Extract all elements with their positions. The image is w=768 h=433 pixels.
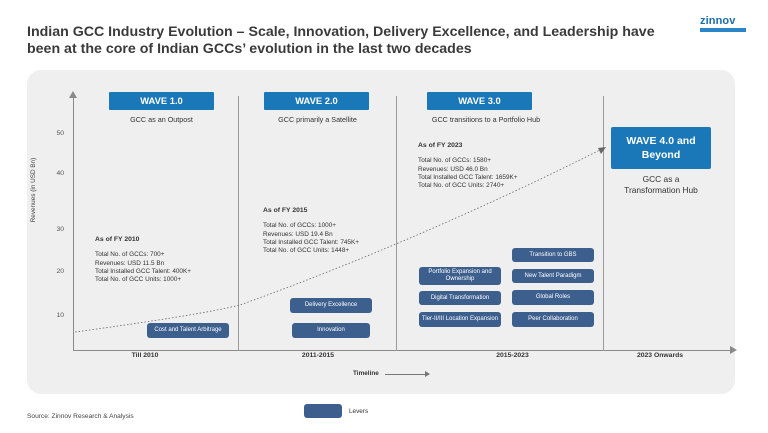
- x-axis-label: Timeline: [353, 370, 379, 377]
- lever-cost-talent-arbitrage: Cost and Talent Arbitrage: [147, 323, 229, 338]
- wave-3-subtitle: GCC transitions to a Portfolio Hub: [431, 115, 541, 124]
- x-axis-arrow: [730, 346, 737, 354]
- wave-3-stat-units: Total No. of GCC Units: 2740+: [418, 182, 505, 190]
- wave-4-subtitle: GCC as a Transformation Hub: [611, 174, 711, 196]
- wave-2-stats: As of FY 2015 Total No. of GCCs: 1000+ R…: [263, 207, 393, 255]
- lever-transition-to-gbs: Transition to GBS: [512, 248, 594, 262]
- wave-4-subtitle-line2: Transformation Hub: [624, 185, 698, 195]
- divider-wave-2-3: [396, 96, 397, 351]
- legend-swatch: [304, 404, 342, 418]
- logo-text: zinnov: [700, 15, 736, 27]
- period-2011-2015: 2011-2015: [301, 352, 335, 359]
- y-tick-10: 10: [56, 312, 64, 319]
- timeline-arrow: [385, 371, 430, 377]
- wave-3-stat-gccs: Total No. of GCCs: 1580+: [418, 157, 491, 165]
- y-tick-30: 30: [56, 226, 64, 233]
- wave-3-stat-revenue: Revenues: USD 46.0 Bn: [418, 165, 488, 173]
- lever-new-talent-paradigm: New Talent Paradigm: [512, 269, 594, 283]
- period-2023-onwards: 2023 Onwards: [636, 352, 684, 359]
- y-axis-label: Revenues (in USD Bn): [30, 157, 37, 223]
- y-axis-line: [73, 98, 74, 350]
- wave-4-box: WAVE 4.0 and Beyond: [611, 127, 711, 169]
- wave-3-box: WAVE 3.0: [427, 92, 532, 110]
- wave-4-label-line2: Beyond: [641, 149, 681, 161]
- x-axis-line: [73, 350, 731, 351]
- wave-3-stat-talent: Total Installed GCC Talent: 1659K+: [418, 173, 518, 181]
- period-till-2010: Till 2010: [131, 352, 159, 359]
- wave-1-stat-revenue: Revenues: USD 11.5 Bn: [95, 259, 165, 267]
- lever-portfolio-expansion: Portfolio Expansion and Ownership: [419, 267, 501, 285]
- wave-1-stat-units: Total No. of GCC Units: 1000+: [95, 276, 182, 284]
- wave-1-stats-head: As of FY 2010: [95, 236, 140, 243]
- y-tick-40: 40: [56, 170, 64, 177]
- lever-innovation: Innovation: [292, 323, 370, 338]
- lever-tier-location-expansion: Tier-II/III Location Expansion: [419, 312, 501, 327]
- divider-wave-1-2: [238, 96, 239, 351]
- period-2015-2023: 2015-2023: [496, 352, 529, 359]
- wave-1-stats: As of FY 2010 Total No. of GCCs: 700+ Re…: [95, 236, 235, 284]
- lever-delivery-excellence: Delivery Excellence: [290, 298, 372, 313]
- logo-bar: [700, 28, 746, 32]
- page-title: Indian GCC Industry Evolution – Scale, I…: [27, 24, 655, 57]
- y-axis-arrow: [69, 91, 77, 98]
- wave-4-subtitle-line1: GCC as a: [642, 174, 680, 184]
- wave-2-box: WAVE 2.0: [264, 92, 369, 110]
- lever-digital-transformation: Digital Transformation: [419, 291, 501, 305]
- wave-1-subtitle: GCC as an Outpost: [130, 115, 193, 124]
- wave-3-stats: As of FY 2023 Total No. of GCCs: 1580+ R…: [418, 142, 558, 190]
- divider-wave-3-4: [603, 96, 604, 351]
- wave-2-subtitle: GCC primarily a Satellite: [278, 115, 357, 124]
- wave-1-stat-talent: Total Installed GCC Talent: 400K+: [95, 267, 191, 275]
- wave-2-stat-gccs: Total No. of GCCs: 1000+: [263, 222, 336, 230]
- zinnov-logo: zinnov: [700, 15, 746, 32]
- wave-2-stat-units: Total No. of GCC Units: 1448+: [263, 247, 350, 255]
- wave-1-box: WAVE 1.0: [109, 92, 214, 110]
- wave-3-stats-head: As of FY 2023: [418, 142, 463, 149]
- lever-global-roles: Global Roles: [512, 290, 594, 305]
- wave-4-label-line1: WAVE 4.0 and: [626, 135, 696, 147]
- y-tick-50: 50: [56, 130, 64, 137]
- wave-2-stat-revenue: Revenues: USD 19.4 Bn: [263, 230, 333, 238]
- y-tick-20: 20: [56, 268, 64, 275]
- wave-2-stat-talent: Total Installed GCC Talent: 745K+: [263, 238, 359, 246]
- lever-peer-collaboration: Peer Collaboration: [512, 312, 594, 327]
- legend-label: Levers: [349, 408, 369, 415]
- source-note: Source: Zinnov Research & Analysis: [27, 413, 134, 420]
- wave-2-stats-head: As of FY 2015: [263, 207, 308, 214]
- wave-1-stat-gccs: Total No. of GCCs: 700+: [95, 251, 165, 259]
